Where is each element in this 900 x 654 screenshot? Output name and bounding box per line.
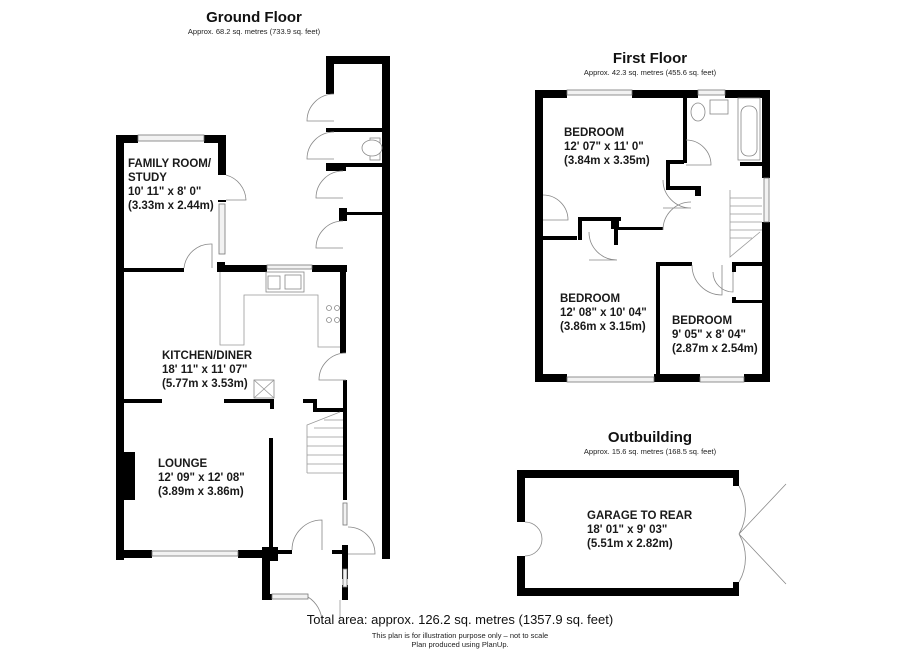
room-name: BEDROOM [564,127,625,139]
room-name: BEDROOM [672,315,733,327]
room-name: KITCHEN/DINER [162,350,253,362]
room-dim-metric: (3.33m x 2.44m) [128,200,214,212]
room-dim-metric: (3.86m x 3.15m) [560,321,646,333]
room-dim-imperial: 9' 05" x 8' 04" [672,329,746,341]
outbuilding-doors [524,483,787,585]
room-name-line2: STUDY [128,172,167,184]
room-dim-metric: (5.51m x 2.82m) [587,538,673,550]
first-floor-fixtures [690,97,762,258]
first-floor-doors [542,139,734,296]
room-label-bedroom-2: BEDROOM 12' 08" x 10' 04" (3.86m x 3.15m… [560,292,647,334]
disclaimer-line-1: This plan is for illustration purpose on… [371,631,549,640]
room-dim-imperial: 18' 11" x 11' 07" [162,364,248,376]
outbuilding-walls [517,470,739,596]
first-floor-windows [566,89,770,383]
room-dim-metric: (5.77m x 3.53m) [162,378,248,390]
outbuilding-title: Outbuilding [607,429,693,446]
room-label-kitchen-diner: KITCHEN/DINER 18' 11" x 11' 07" (5.77m x… [162,349,252,391]
ground-floor-walls [116,56,390,600]
room-label-lounge: LOUNGE 12' 09" x 12' 08" (3.89m x 3.86m) [158,457,245,499]
outbuilding-area: Approx. 15.6 sq. metres (168.5 sq. feet) [583,447,717,456]
room-label-bedroom-1: BEDROOM 12' 07" x 11' 0" (3.84m x 3.35m) [564,126,650,168]
room-dim-imperial: 12' 07" x 11' 0" [564,141,644,153]
first-floor-walls [535,90,770,382]
ground-floor-title: Ground Floor [206,9,302,26]
room-name: FAMILY ROOM/ [128,158,212,170]
ground-floor-doors [183,93,376,623]
room-dim-imperial: 12' 08" x 10' 04" [560,307,647,319]
room-name: BEDROOM [560,293,621,305]
room-dim-metric: (2.87m x 2.54m) [672,343,758,355]
room-label-bedroom-3: BEDROOM 9' 05" x 8' 04" (2.87m x 2.54m) [672,314,758,356]
disclaimer: This plan is for illustration purpose on… [290,631,630,649]
ground-floor-area: Approx. 68.2 sq. metres (733.9 sq. feet) [187,27,321,36]
room-name: LOUNGE [158,458,208,470]
first-floor-area: Approx. 42.3 sq. metres (455.6 sq. feet) [583,68,717,77]
room-dim-imperial: 18' 01" x 9' 03" [587,524,668,536]
total-area: Total area: approx. 126.2 sq. metres (13… [306,612,614,627]
room-name: GARAGE TO REAR [587,510,693,522]
room-dim-imperial: 12' 09" x 12' 08" [158,472,245,484]
disclaimer-line-2: Plan produced using PlanUp. [411,640,509,649]
room-dim-imperial: 10' 11" x 8' 0" [128,186,202,198]
room-label-garage: GARAGE TO REAR 18' 01" x 9' 03" (5.51m x… [587,509,692,551]
ground-floor-fixtures [219,137,383,474]
room-dim-metric: (3.89m x 3.86m) [158,486,244,498]
room-label-family-room: FAMILY ROOM/ STUDY 10' 11" x 8' 0" (3.33… [128,157,214,213]
ground-floor-windows [137,134,348,600]
room-dim-metric: (3.84m x 3.35m) [564,155,650,167]
first-floor-title: First Floor [612,50,688,67]
